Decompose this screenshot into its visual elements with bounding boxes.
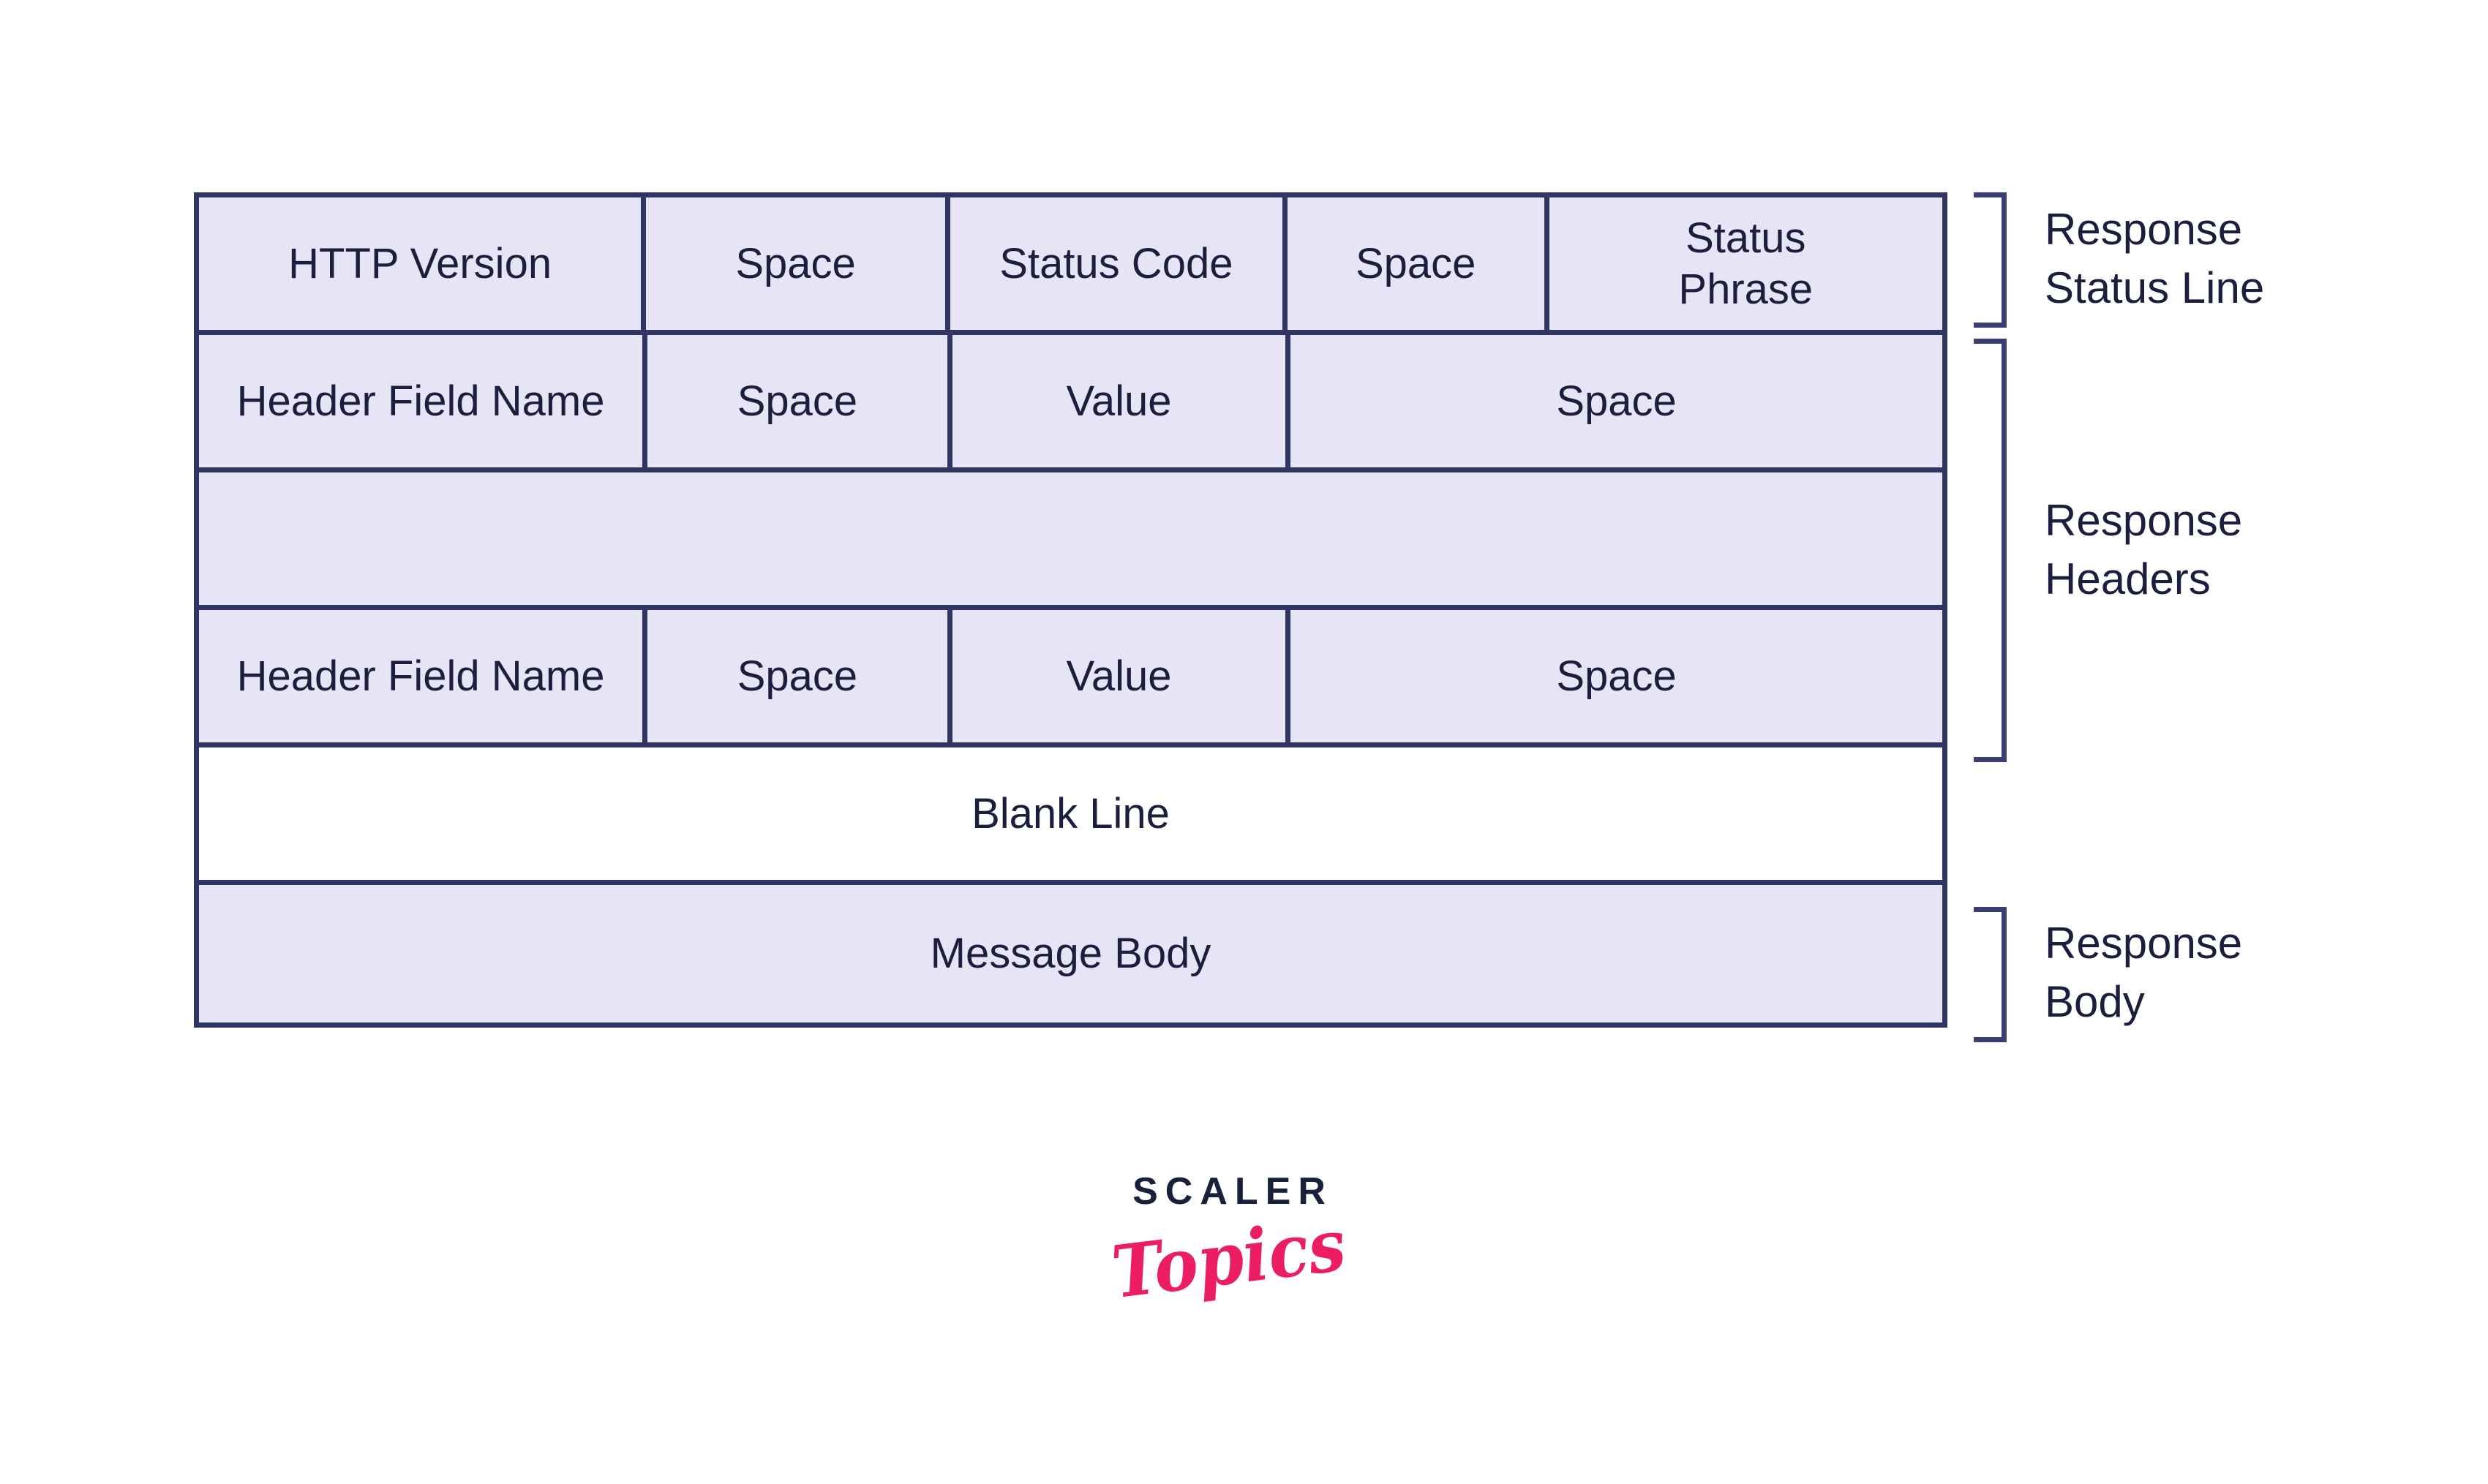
label-line: Status Line xyxy=(2045,263,2265,312)
cell-space-6: Space xyxy=(1290,610,1942,742)
cell-status-phrase: Status Phrase xyxy=(1549,197,1942,330)
row-header-2: Header Field Name Space Value Space xyxy=(199,610,1942,747)
scaler-topics-logo: SCALER Topics xyxy=(1083,1169,1375,1315)
bracket-response-headers xyxy=(1974,339,2007,762)
label-response-status-line: Response Status Line xyxy=(2045,200,2264,317)
cell-blank-line: Blank Line xyxy=(199,747,1942,880)
bracket-response-body xyxy=(1974,907,2007,1042)
cell-space-5: Space xyxy=(647,610,952,742)
cell-space-1: Space xyxy=(646,197,950,330)
label-line: Headers xyxy=(2045,554,2211,603)
label-response-body: Response Body xyxy=(2045,914,2242,1031)
row-message-body: Message Body xyxy=(199,885,1942,1022)
cell-message-body: Message Body xyxy=(199,885,1942,1022)
row-blank-line: Blank Line xyxy=(199,747,1942,885)
cell-space-4: Space xyxy=(1290,335,1942,467)
row-header-1: Header Field Name Space Value Space xyxy=(199,335,1942,472)
cell-space-2: Space xyxy=(1287,197,1549,330)
label-line: Response xyxy=(2045,205,2243,254)
cell-value-1: Value xyxy=(952,335,1291,467)
label-line: Response xyxy=(2045,496,2243,545)
cell-empty xyxy=(199,472,1942,605)
row-status-line: HTTP Version Space Status Code Space Sta… xyxy=(199,197,1942,335)
response-structure-table: HTTP Version Space Status Code Space Sta… xyxy=(194,192,1947,1028)
logo-brand-text: SCALER xyxy=(1132,1170,1333,1213)
cell-header-field-name-1: Header Field Name xyxy=(199,335,648,467)
label-line: Response xyxy=(2045,919,2243,968)
label-response-headers: Response Headers xyxy=(2045,491,2242,609)
cell-status-code: Status Code xyxy=(950,197,1288,330)
cell-space-3: Space xyxy=(647,335,952,467)
cell-header-field-name-2: Header Field Name xyxy=(199,610,648,742)
logo-script-text: Topics xyxy=(1108,1202,1350,1316)
row-header-extra xyxy=(199,472,1942,610)
bracket-response-status-line xyxy=(1974,192,2007,328)
cell-http-version: HTTP Version xyxy=(199,197,647,330)
label-line: Body xyxy=(2045,977,2145,1026)
cell-value-2: Value xyxy=(952,610,1291,742)
